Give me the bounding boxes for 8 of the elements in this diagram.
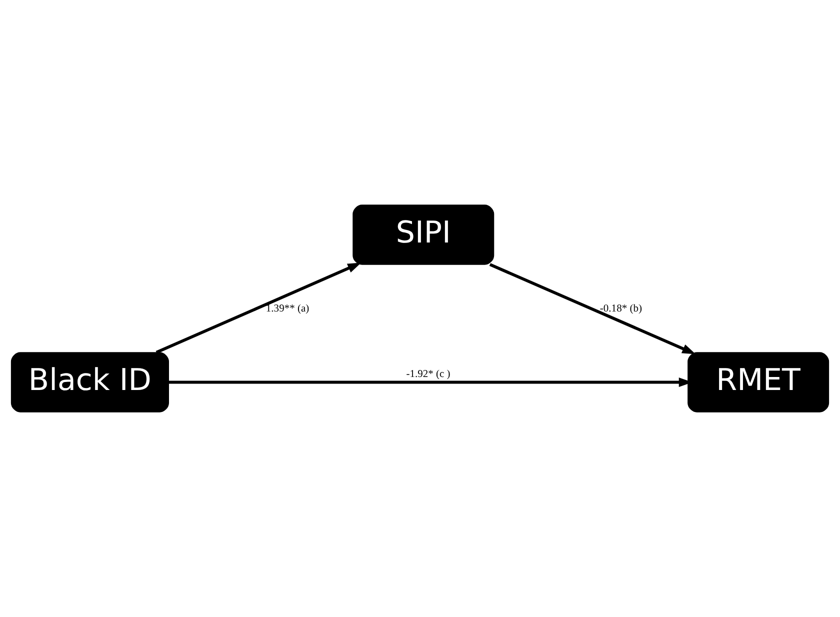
node-box: SIPI xyxy=(352,204,494,265)
node-box: RMET xyxy=(688,352,830,412)
arrow xyxy=(156,262,362,354)
edge-label: -0.18* (b) xyxy=(600,303,642,314)
node-box: Black ID xyxy=(10,352,169,412)
edge-label: 1.39** (a) xyxy=(266,303,310,314)
arrow xyxy=(489,263,696,354)
edge-label: -1.92* (c ) xyxy=(406,369,450,380)
